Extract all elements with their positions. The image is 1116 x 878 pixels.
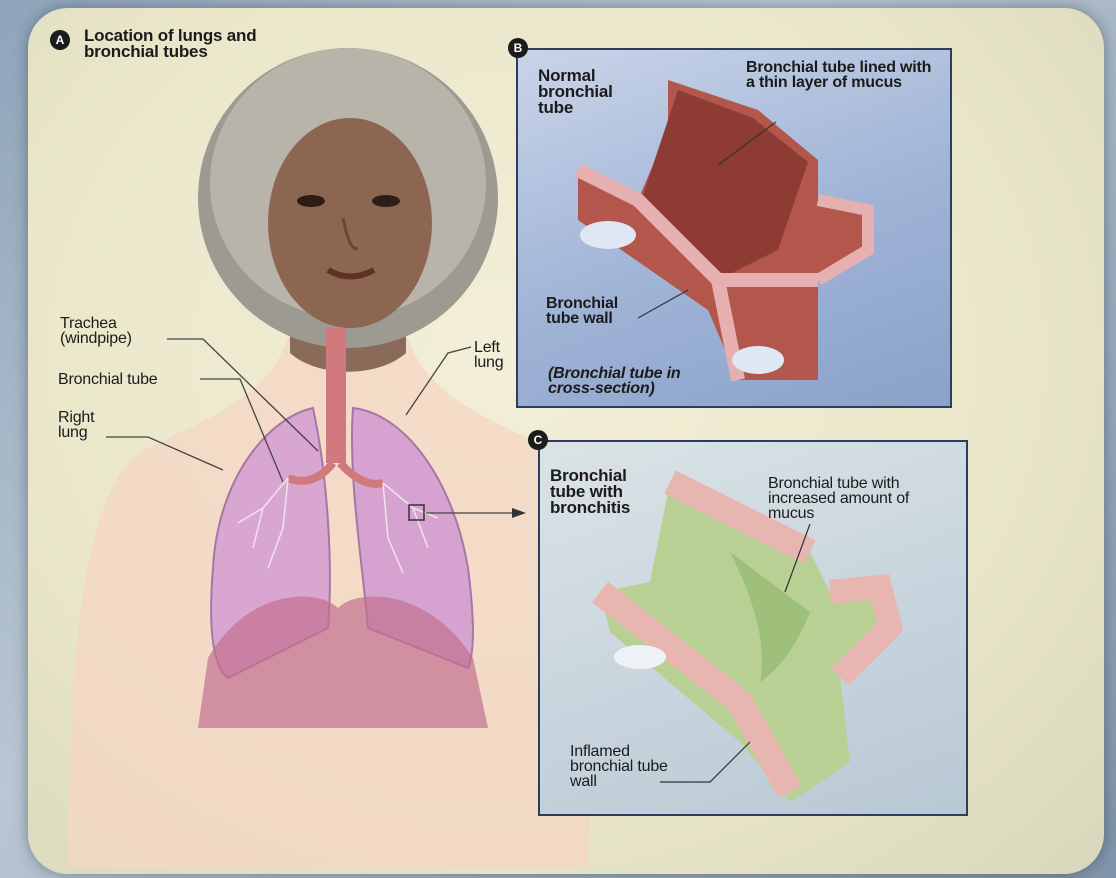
panel-a-title: Location of lungs and bronchial tubes bbox=[84, 28, 274, 60]
label-left-lung: Left lung bbox=[474, 340, 518, 370]
face bbox=[268, 118, 432, 328]
label-bronchial-tube: Bronchial tube bbox=[58, 372, 208, 387]
label-increased-mucus: Bronchial tube with increased amount of … bbox=[768, 476, 948, 521]
trachea-shape bbox=[326, 328, 346, 463]
badge-b: B bbox=[508, 38, 528, 58]
label-cross-section: (Bronchial tube in cross-section) bbox=[548, 366, 708, 396]
panel-b-title: Normal bronchial tube bbox=[538, 68, 648, 116]
badge-c: C bbox=[528, 430, 548, 450]
label-right-lung: Right lung bbox=[58, 410, 118, 440]
badge-a: A bbox=[50, 30, 70, 50]
label-tube-wall: Bronchial tube wall bbox=[546, 296, 646, 326]
panel-normal-bronchial-tube: B Normal bronchial tube Bronchial tube l… bbox=[516, 48, 952, 408]
label-trachea: Trachea (windpipe) bbox=[60, 316, 172, 346]
panel-c-title: Bronchial tube with bronchitis bbox=[550, 468, 660, 516]
label-inflamed-wall: Inflamed bronchial tube wall bbox=[570, 744, 670, 789]
bronchitis-illustration: B Normal bronchial tube Bronchial tube l… bbox=[28, 8, 1104, 874]
label-mucus-lining: Bronchial tube lined with a thin layer o… bbox=[746, 60, 936, 90]
panel-bronchitis-tube: C Bronchial tube with bronchitis Bronchi… bbox=[538, 440, 968, 816]
